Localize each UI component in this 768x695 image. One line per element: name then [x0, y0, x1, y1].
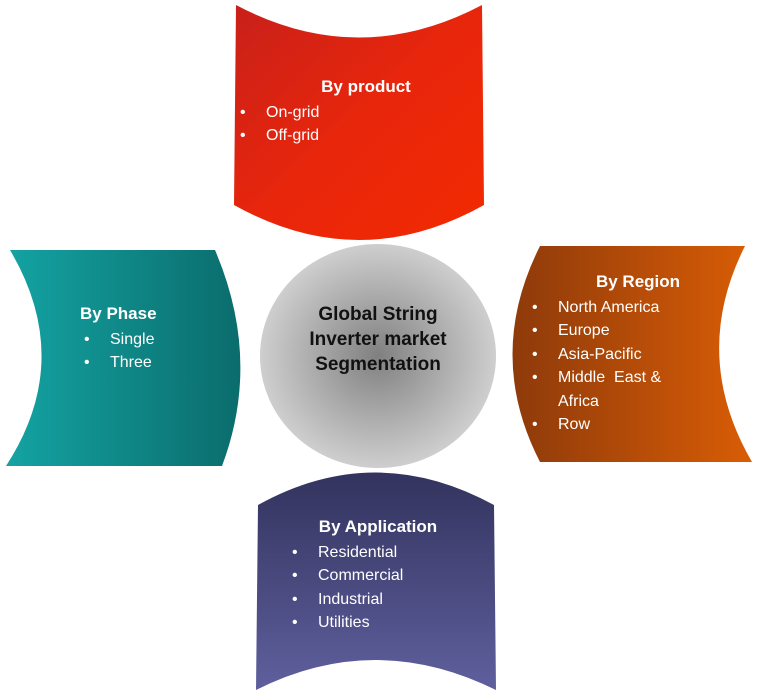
segment-product: By product On-grid Off-grid	[236, 75, 466, 148]
list-item: Asia-Pacific	[528, 343, 728, 367]
list-item: Single	[80, 328, 180, 352]
list-item: Three	[80, 351, 180, 375]
segment-title: By Phase	[80, 304, 157, 323]
list-item: Off-grid	[236, 124, 466, 148]
center-line: Inverter market	[309, 329, 447, 350]
list-item: Industrial	[288, 588, 468, 612]
list-item: Commercial	[288, 564, 468, 588]
center-circle	[260, 244, 496, 468]
segment-application: By Application Residential Commercial In…	[288, 515, 468, 635]
list-item: On-grid	[236, 101, 466, 125]
list-item: North America	[528, 296, 728, 320]
list-item-continuation: Africa	[558, 392, 599, 410]
list-item: Row	[528, 413, 728, 437]
list-item: Residential	[288, 541, 468, 565]
segment-title: By Region	[595, 272, 681, 291]
segment-region: By Region North America Europe Asia-Paci…	[528, 270, 728, 437]
center-line: Global String	[318, 304, 438, 325]
center-title: Global String Inverter market Segmentati…	[270, 302, 486, 377]
segment-phase: By Phase Single Three	[80, 302, 180, 375]
list-item: Europe	[528, 319, 728, 343]
list-item: Utilities	[288, 611, 468, 635]
segment-title: By Application	[318, 517, 438, 536]
list-item: Middle East &	[528, 366, 728, 390]
segment-title: By product	[321, 77, 411, 96]
center-line: Segmentation	[315, 354, 441, 375]
